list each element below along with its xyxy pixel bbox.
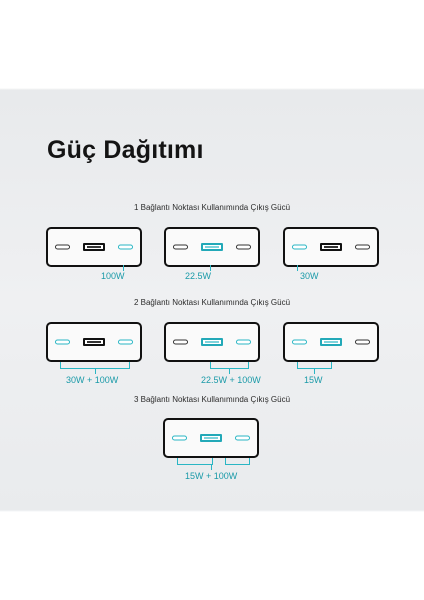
powerbank-diagram	[283, 227, 379, 267]
usb-c-port-icon	[55, 244, 70, 250]
connector-bracket	[225, 458, 250, 465]
usb-c-port-icon	[236, 244, 251, 250]
section-3-label: 3 Bağlantı Noktası Kullanımında Çıkış Gü…	[133, 395, 291, 404]
powerbank-diagram	[46, 227, 142, 267]
usb-a-port-active-icon	[200, 434, 222, 442]
usb-a-port-icon	[83, 243, 105, 251]
section-1-label: 1 Bağlantı Noktası Kullanımında Çıkış Gü…	[133, 203, 291, 212]
usb-c-port-icon	[173, 339, 188, 345]
usb-c-port-active-icon	[172, 435, 187, 441]
connector-line	[297, 265, 298, 271]
usb-c-port-active-icon	[236, 339, 251, 345]
usb-c-port-active-icon	[235, 435, 250, 441]
powerbank-diagram	[163, 418, 259, 458]
usb-a-port-icon	[320, 243, 342, 251]
connector-line	[229, 368, 230, 374]
connector-line	[210, 265, 211, 271]
usb-a-port-icon	[83, 338, 105, 346]
usb-c-port-active-icon	[292, 339, 307, 345]
connector-bracket	[177, 458, 213, 465]
output-watt-label: 15W + 100W	[185, 471, 238, 481]
connector-line	[95, 368, 96, 374]
output-watt-label: 22.5W	[185, 271, 212, 281]
powerbank-diagram	[46, 322, 142, 362]
usb-c-port-icon	[173, 244, 188, 250]
usb-a-port-active-icon	[201, 243, 223, 251]
powerbank-diagram	[283, 322, 379, 362]
usb-a-port-active-icon	[320, 338, 342, 346]
page-title: Güç Dağıtımı	[47, 136, 204, 164]
output-watt-label: 30W + 100W	[66, 375, 119, 385]
powerbank-diagram	[164, 227, 260, 267]
powerbank-diagram	[164, 322, 260, 362]
usb-c-port-icon	[355, 339, 370, 345]
usb-c-port-active-icon	[118, 244, 133, 250]
usb-a-port-active-icon	[201, 338, 223, 346]
section-2-label: 2 Bağlantı Noktası Kullanımında Çıkış Gü…	[133, 298, 291, 307]
output-watt-label: 30W	[300, 271, 319, 281]
connector-line	[314, 368, 315, 374]
output-watt-label: 15W	[304, 375, 323, 385]
output-watt-label: 22.5W + 100W	[201, 375, 261, 385]
output-watt-label: 100W	[101, 271, 125, 281]
usb-c-port-active-icon	[118, 339, 133, 345]
connector-line	[123, 265, 124, 271]
usb-c-port-active-icon	[292, 244, 307, 250]
connector-line	[211, 464, 212, 470]
usb-c-port-active-icon	[55, 339, 70, 345]
usb-c-port-icon	[355, 244, 370, 250]
